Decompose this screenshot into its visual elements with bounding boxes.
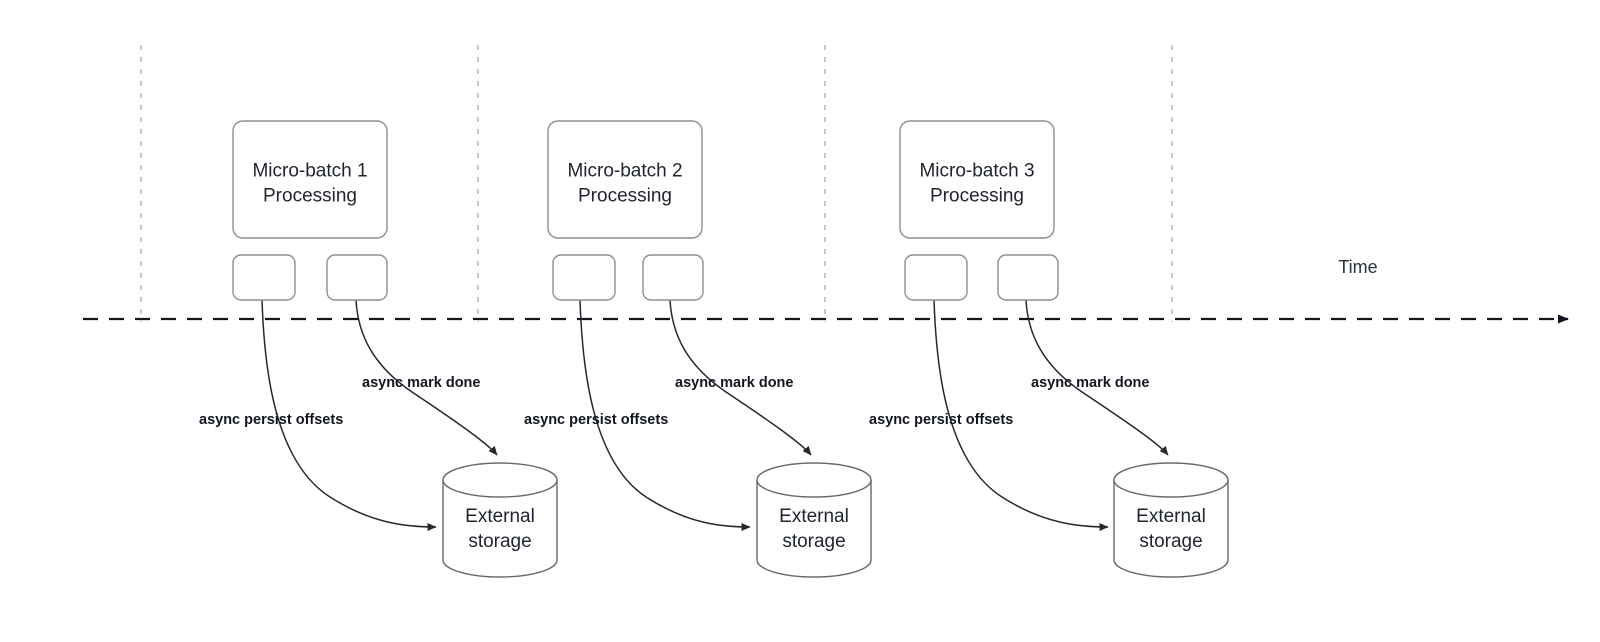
persist-offsets-3-label: async persist offsets <box>869 412 1013 428</box>
micro-batch-2-label-line1: Micro-batch 2 <box>567 161 682 182</box>
task-slot-3b-box[interactable] <box>997 254 1059 301</box>
external-storage-2-label-line1: External <box>779 506 849 527</box>
external-storage-2-node[interactable]: External storage <box>756 462 872 578</box>
micro-batch-2-box[interactable] <box>547 120 703 239</box>
micro-batch-2-label-line2: Processing <box>578 186 672 207</box>
time-tick-lines <box>140 45 1173 322</box>
task-slot-2a-box[interactable] <box>552 254 616 301</box>
task-slot-1a-box[interactable] <box>232 254 296 301</box>
micro-batch-1-box[interactable] <box>232 120 388 239</box>
persist-offsets-3-arrow-icon <box>933 299 1109 531</box>
external-storage-3-node[interactable]: External storage <box>1113 462 1229 578</box>
external-storage-3-label-line1: External <box>1136 506 1206 527</box>
micro-batch-1-node[interactable]: Micro-batch 1 Processing <box>232 120 388 239</box>
external-storage-3-label-line2: storage <box>1139 531 1202 552</box>
task-slot-3a-box[interactable] <box>904 254 968 301</box>
micro-batch-3-label-line1: Micro-batch 3 <box>919 161 1034 182</box>
micro-batch-1-label-line2: Processing <box>263 186 357 207</box>
mark-done-2-arrow-icon <box>669 299 812 456</box>
mark-done-1-label: async mark done <box>362 375 480 391</box>
persist-offsets-2-label: async persist offsets <box>524 412 668 428</box>
persist-offsets-1-arrow-icon <box>261 299 437 531</box>
micro-batch-2-node[interactable]: Micro-batch 2 Processing <box>547 120 703 239</box>
mark-done-2-label: async mark done <box>675 375 793 391</box>
external-storage-1-cylinder-top <box>442 479 558 498</box>
external-storage-2-cylinder-top <box>756 479 872 498</box>
mark-done-1-arrow-icon <box>355 299 498 456</box>
flow-edges <box>261 299 1169 531</box>
flow-edge-labels: async persist offsets async mark done asyn… <box>199 375 1149 428</box>
task-slot-1b-box[interactable] <box>326 254 388 301</box>
external-storage-3-cylinder-top <box>1113 479 1229 498</box>
micro-batch-3-label-line2: Processing <box>930 186 1024 207</box>
mark-done-3-label: async mark done <box>1031 375 1149 391</box>
micro-batch-1-label-line1: Micro-batch 1 <box>252 161 367 182</box>
external-storage-1-node[interactable]: External storage <box>442 462 558 578</box>
external-storage-1-label-line1: External <box>465 506 535 527</box>
micro-batch-3-box[interactable] <box>899 120 1055 239</box>
external-storage-2-label-line2: storage <box>782 531 845 552</box>
micro-batch-3-node[interactable]: Micro-batch 3 Processing <box>899 120 1055 239</box>
mark-done-3-arrow-icon <box>1025 299 1169 456</box>
persist-offsets-1-label: async persist offsets <box>199 412 343 428</box>
task-slot-2b-box[interactable] <box>642 254 704 301</box>
external-storage-1-label-line2: storage <box>468 531 531 552</box>
timeline-axis: Time <box>83 257 1569 324</box>
time-axis-label: Time <box>1338 257 1377 277</box>
persist-offsets-2-arrow-icon <box>579 299 751 531</box>
